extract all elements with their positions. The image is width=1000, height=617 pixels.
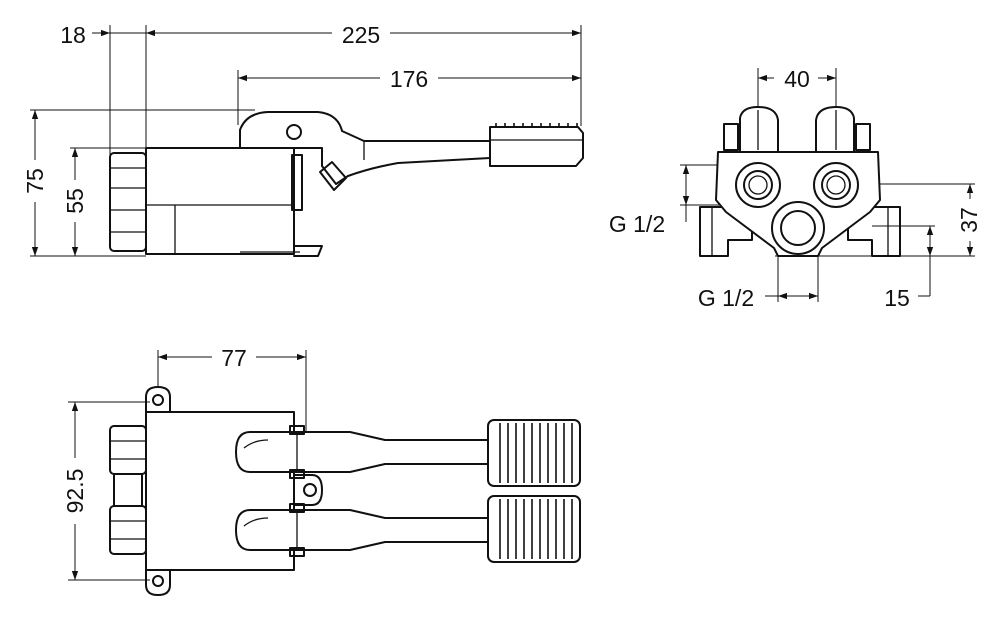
end-left-inlet-port xyxy=(735,162,781,208)
top-pedal-upper xyxy=(487,419,581,487)
side-extension-lines xyxy=(30,25,582,257)
side-valve-body xyxy=(145,147,323,257)
side-pedal xyxy=(489,123,584,167)
top-pedal-lower xyxy=(487,495,581,563)
dim-77-label: 77 xyxy=(221,345,247,371)
dim-55-label: 55 xyxy=(62,188,88,214)
end-pedal-stubs xyxy=(723,106,871,153)
top-hex-nut-upper xyxy=(109,425,147,475)
dim-92-5-label: 92.5 xyxy=(62,469,88,514)
dim-40-label: 40 xyxy=(784,66,810,92)
end-valve-body xyxy=(715,151,881,257)
dim-225-label: 225 xyxy=(342,22,380,48)
dim-75: 75 xyxy=(22,110,48,256)
dim-18: 18 xyxy=(60,22,146,48)
dim-37: 37 xyxy=(956,184,982,256)
top-valve-body xyxy=(145,411,295,571)
dim-15: 15 xyxy=(884,226,934,311)
dim-thread-bottom-label: G 1/2 xyxy=(698,285,754,311)
dim-g-half-side: G 1/2 xyxy=(609,165,690,237)
dim-g-half-bottom: G 1/2 xyxy=(698,285,818,311)
top-lever-lower xyxy=(235,503,491,557)
top-mounting-lugs xyxy=(145,386,171,596)
dim-15-label: 15 xyxy=(884,285,910,311)
top-center-lug xyxy=(293,474,323,506)
end-right-inlet-port xyxy=(813,162,859,208)
dim-55: 55 xyxy=(62,148,88,256)
dim-77: 77 xyxy=(158,343,306,371)
dim-thread-side-label: G 1/2 xyxy=(609,211,665,237)
dim-176-label: 176 xyxy=(390,66,428,92)
dim-40: 40 xyxy=(758,64,836,92)
side-hex-nut xyxy=(109,152,147,252)
top-nut-spacer xyxy=(113,473,143,507)
dim-75-label: 75 xyxy=(22,168,48,194)
dim-37-label: 37 xyxy=(956,207,982,233)
dim-176: 176 xyxy=(238,64,581,92)
dim-18-label: 18 xyxy=(60,22,86,48)
top-view: 77 92.5 xyxy=(62,343,581,596)
side-view: 225 18 176 75 55 xyxy=(22,20,584,257)
dim-225: 225 xyxy=(146,20,581,48)
side-pedal-lever xyxy=(239,111,491,191)
end-view: 40 G 1/2 G 1/2 15 37 xyxy=(609,64,982,311)
dim-92-5: 92.5 xyxy=(62,402,88,580)
top-hex-nut-lower xyxy=(109,505,147,555)
top-lever-upper xyxy=(235,425,491,479)
top-extension-lines xyxy=(68,350,307,581)
end-outlet-port xyxy=(771,201,825,255)
